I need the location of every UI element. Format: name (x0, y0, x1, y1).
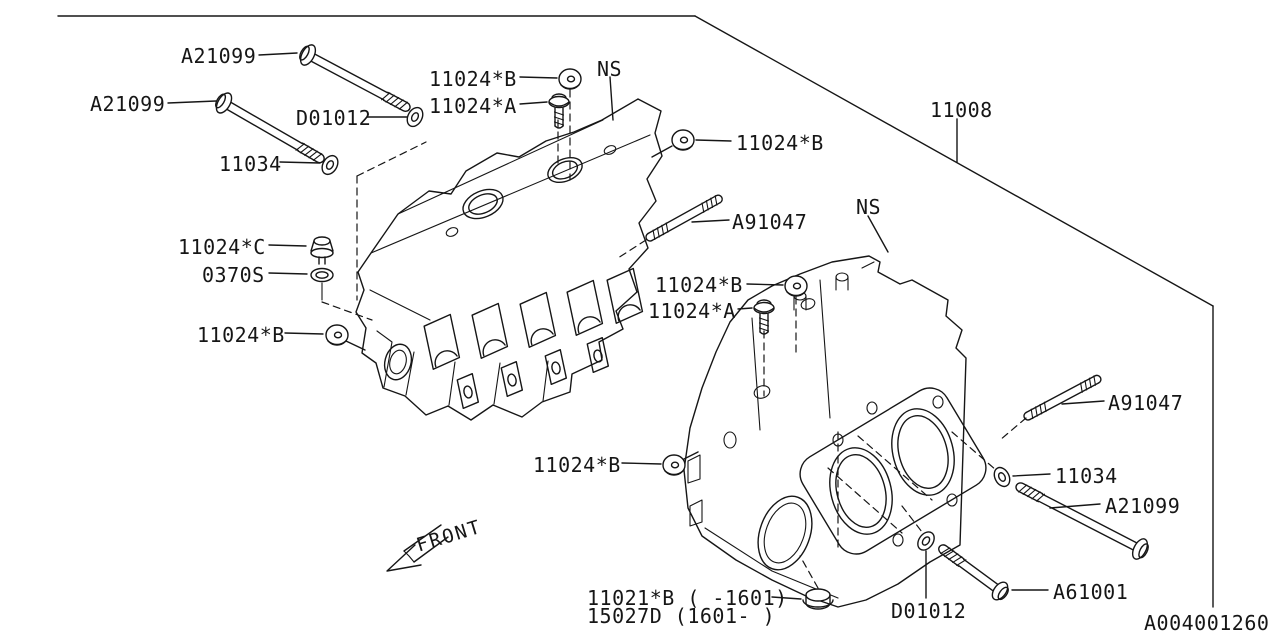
callout-11021b: 11021*B ( -1601) (587, 586, 788, 610)
drawing-number: A004001260 (1144, 611, 1270, 635)
sealing-plug-icon (558, 68, 582, 90)
small-bolt-icon (753, 299, 775, 335)
head-gasket-face (799, 387, 987, 555)
callout-11024b-5: 11024*B (533, 453, 621, 477)
washer-icon (318, 152, 342, 178)
callout-11024b-2: 11024*B (736, 131, 824, 155)
callout-d01012-1: D01012 (296, 106, 372, 130)
callout-a21099-2: A21099 (90, 92, 166, 116)
sealing-plug-icon (662, 454, 686, 476)
washer-icon (990, 464, 1014, 490)
sealing-plug-icon (325, 324, 349, 346)
gasket-ring-icon (310, 267, 334, 283)
small-bolt-icon (548, 93, 570, 129)
cylinder-bore (829, 447, 893, 535)
frame-boundary (57, 15, 1214, 608)
callout-15027d: 15027D (1601- ) (587, 604, 776, 628)
case-opening (757, 495, 813, 571)
flange-bolt-icon (932, 537, 1013, 605)
callout-a21099-3: A21099 (1105, 494, 1181, 518)
main-bearing-bulkheads (422, 267, 645, 410)
dome-plug-icon (802, 588, 834, 610)
front-arrow-icon (386, 524, 449, 572)
cylinder-bore (891, 408, 955, 496)
callout-a61001: A61001 (1053, 580, 1129, 604)
projection-lines (321, 89, 1027, 589)
right-cylinder-block (683, 255, 987, 608)
leader-lines (167, 52, 1105, 600)
callout-ns-1: NS (597, 57, 623, 81)
callout-a91047-1: A91047 (732, 210, 808, 234)
callout-11024b-4: 11024*B (197, 323, 285, 347)
callout-11024a-2: 11024*A (648, 299, 736, 323)
callout-a21099-1: A21099 (181, 44, 257, 68)
callout-11034-2: 11034 (1055, 464, 1118, 488)
callout-11024a-1: 11024*A (429, 94, 517, 118)
left-cylinder-block (355, 98, 663, 421)
washer-icon (913, 528, 939, 554)
stud-bolt-icon (1021, 372, 1104, 423)
callout-11034-1: 11034 (219, 152, 282, 176)
callout-d01012-2: D01012 (891, 599, 967, 623)
callout-a91047-2: A91047 (1108, 391, 1184, 415)
cylinder-bore (462, 188, 504, 220)
callout-11024b-1: 11024*B (429, 67, 517, 91)
callout-11024c: 11024*C (178, 235, 266, 259)
callout-ns-2: NS (856, 195, 882, 219)
cap-nut-icon (310, 236, 334, 265)
sealing-plug-icon (671, 129, 695, 151)
head-bolt-icon (1010, 474, 1153, 563)
callout-11008: 11008 (930, 98, 993, 122)
callout-0370s: 0370S (202, 263, 265, 287)
callout-11024b-3: 11024*B (655, 273, 743, 297)
cylinder-bore (547, 156, 583, 184)
sealing-plug-icon (784, 275, 808, 297)
